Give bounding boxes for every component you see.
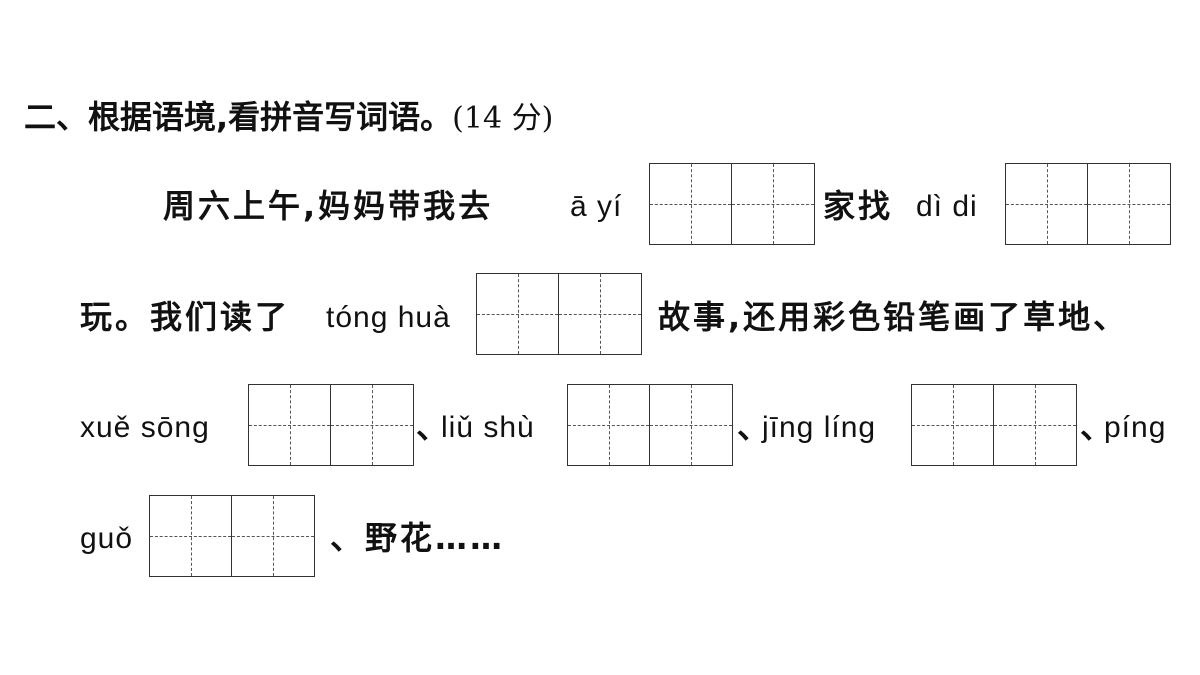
answer-box-ayi[interactable]: [649, 163, 815, 245]
pinyin-tonghua: tóng huà: [326, 301, 451, 334]
char-cell[interactable]: [1088, 164, 1170, 244]
char-cell[interactable]: [732, 164, 814, 244]
char-cell[interactable]: [1006, 164, 1088, 244]
passage-text-2b: 故事,还用彩色铅笔画了草地、: [658, 298, 1129, 336]
section-title-text: 二、根据语境,看拼音写词语。: [24, 98, 453, 136]
char-cell[interactable]: [568, 385, 650, 465]
section-score: (14 分): [452, 101, 554, 136]
separator-2: 、: [737, 408, 770, 446]
char-cell[interactable]: [912, 385, 994, 465]
answer-box-tonghua[interactable]: [476, 273, 642, 355]
answer-box-xuesong[interactable]: [248, 384, 414, 466]
pinyin-ayi: ā yí: [570, 190, 623, 223]
char-cell[interactable]: [994, 385, 1076, 465]
answer-box-jingling[interactable]: [911, 384, 1077, 466]
char-cell[interactable]: [559, 274, 641, 354]
char-cell[interactable]: [232, 496, 314, 576]
pinyin-jingling: jīng líng: [762, 411, 877, 444]
char-cell[interactable]: [150, 496, 232, 576]
pinyin-xuesong: xuě sōng: [80, 411, 210, 444]
char-cell[interactable]: [650, 164, 732, 244]
pinyin-pingguo-part1: píng: [1104, 411, 1167, 444]
section-title: 二、根据语境,看拼音写词语。(14 分): [24, 101, 553, 134]
char-cell[interactable]: [650, 385, 732, 465]
passage-text-1b: 家找: [823, 187, 894, 225]
answer-box-liushu[interactable]: [567, 384, 733, 466]
passage-text-2a: 玩。我们读了: [80, 298, 291, 336]
char-cell[interactable]: [331, 385, 413, 465]
char-cell[interactable]: [477, 274, 559, 354]
pinyin-didi: dì di: [916, 190, 978, 223]
separator-3: 、: [1080, 408, 1113, 446]
separator-1: 、: [416, 408, 449, 446]
passage-text-4: 、野花……: [330, 519, 506, 557]
passage-text-1a: 周六上午,妈妈带我去: [163, 187, 494, 225]
answer-box-didi[interactable]: [1005, 163, 1171, 245]
pinyin-liushu: liǔ shù: [441, 411, 535, 444]
pinyin-pingguo-part2: guǒ: [80, 522, 134, 555]
answer-box-pingguo[interactable]: [149, 495, 315, 577]
char-cell[interactable]: [249, 385, 331, 465]
